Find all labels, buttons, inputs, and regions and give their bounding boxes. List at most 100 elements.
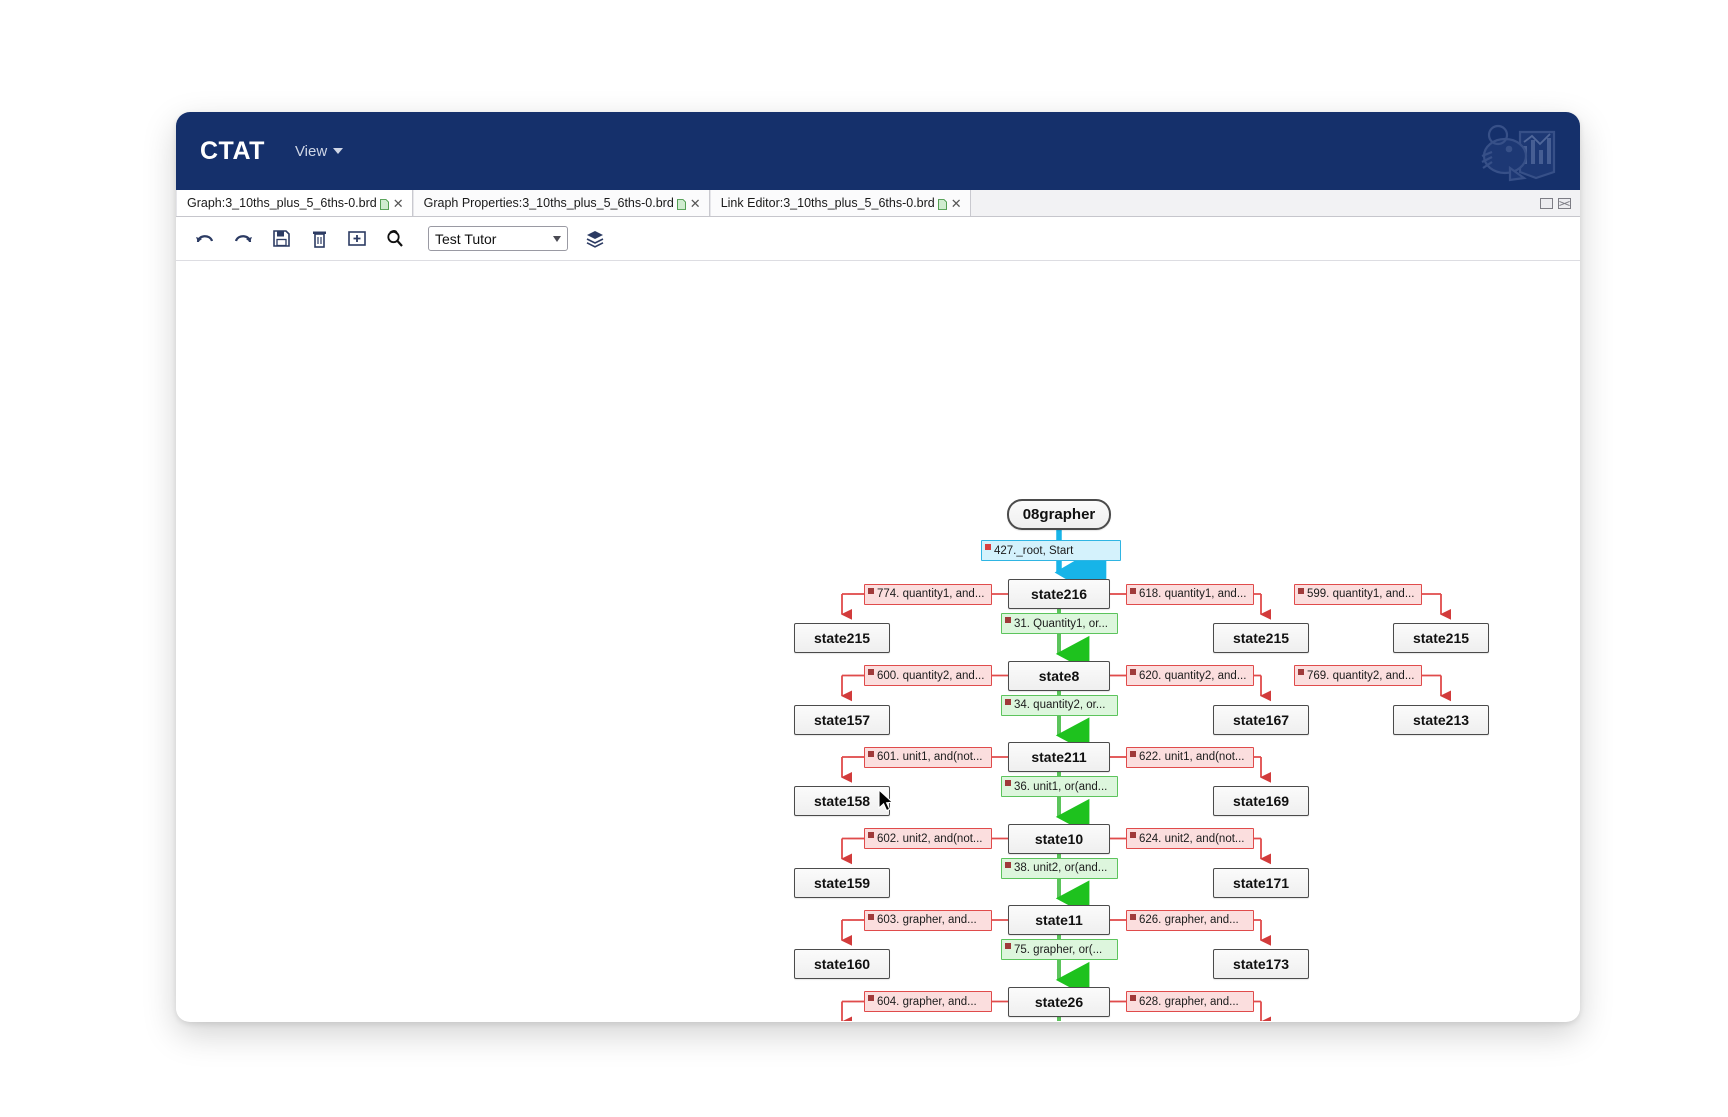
link-label-0-right[interactable]: 618. quantity1, and...: [1126, 583, 1254, 605]
graph-node-state8-r1[interactable]: state8: [1008, 660, 1110, 691]
link-label-1-left[interactable]: 600. quantity2, and...: [864, 665, 992, 686]
link-label-1-right-text: 620. quantity2, and...: [1139, 669, 1247, 682]
link-marker-icon: [1130, 669, 1136, 675]
tab-strip: Graph:3_10ths_plus_5_6ths-0.brd ✕ Graph …: [176, 190, 1580, 217]
graph-canvas[interactable]: 08grapher 427._root, Start state216 774. qu…: [176, 261, 1580, 1021]
link-label-4-left[interactable]: 603. grapher, and...: [864, 909, 992, 931]
tutor-select[interactable]: Test Tutor: [428, 226, 568, 251]
graph-node-state215-f0[interactable]: state215: [1393, 623, 1489, 653]
graph-node-state171-r3[interactable]: state171: [1213, 867, 1309, 898]
link-label-1-right[interactable]: 620. quantity2, and...: [1126, 665, 1254, 686]
tab-link-editor[interactable]: Link Editor:3_10ths_plus_5_6ths-0.brd ✕: [709, 190, 971, 216]
link-marker-icon: [868, 587, 874, 594]
link-label-3-right[interactable]: 624. unit2, and(not...: [1126, 828, 1254, 849]
document-icon: [676, 198, 686, 210]
save-icon[interactable]: [270, 228, 292, 250]
chevron-down-icon: [333, 148, 344, 154]
graph-toolbar: Test Tutor: [176, 217, 1580, 261]
link-label-0-farright[interactable]: 599. quantity1, and...: [1294, 583, 1422, 605]
app-brand-title: CTAT: [200, 136, 265, 165]
graph-node-state157-l1[interactable]: state157: [794, 704, 890, 735]
tab-close-icon[interactable]: ✕: [950, 195, 962, 211]
link-label-3-down[interactable]: 38. unit2, or(and...: [1001, 857, 1118, 879]
link-label-1-farright[interactable]: 769. quantity2, and...: [1294, 665, 1422, 686]
window-controls: [1540, 190, 1580, 216]
link-marker-icon: [1005, 943, 1011, 949]
add-node-icon[interactable]: [346, 228, 368, 250]
link-label-5-left[interactable]: 604. grapher, and...: [864, 991, 992, 1012]
redo-icon[interactable]: [232, 228, 254, 250]
link-marker-icon: [1130, 995, 1136, 1001]
graph-node-state169-r2[interactable]: state169: [1213, 786, 1309, 816]
graph-node-state167-r1[interactable]: state167: [1213, 704, 1309, 735]
restore-window-icon[interactable]: [1540, 197, 1553, 209]
link-label-4-left-text: 603. grapher, and...: [877, 914, 977, 926]
link-label-4-right[interactable]: 626. grapher, and...: [1126, 909, 1254, 931]
link-marker-icon: [1130, 587, 1136, 594]
graph-node-root[interactable]: 08grapher: [1007, 499, 1111, 530]
link-label-2-left[interactable]: 601. unit1, and(not...: [864, 746, 992, 768]
document-icon: [937, 198, 947, 210]
link-marker-icon: [1130, 750, 1136, 757]
link-label-4-down[interactable]: 75. grapher, or(...: [1001, 939, 1118, 960]
ctat-application-window: CTAT View Graph:3_: [176, 112, 1580, 1022]
tab-close-icon[interactable]: ✕: [392, 195, 404, 211]
link-label-start-text: 427._root, Start: [994, 544, 1074, 557]
document-icon: [379, 198, 389, 210]
link-label-3-down-text: 38. unit2, or(and...: [1014, 862, 1108, 874]
link-label-5-right[interactable]: 628. grapher, and...: [1126, 991, 1254, 1012]
link-label-4-right-text: 626. grapher, and...: [1139, 914, 1239, 926]
link-marker-icon: [868, 669, 874, 675]
delete-icon[interactable]: [308, 228, 330, 250]
graph-node-state216-r0[interactable]: state216: [1008, 579, 1110, 609]
link-label-0-down-text: 31. Quantity1, or...: [1014, 617, 1108, 630]
link-label-0-left-text: 774. quantity1, and...: [877, 588, 985, 600]
link-label-5-down[interactable]: 77. grapher, or(...: [1001, 1020, 1118, 1021]
link-marker-icon: [1005, 698, 1011, 705]
layers-icon[interactable]: [584, 228, 606, 250]
app-header: CTAT View: [176, 112, 1580, 190]
link-label-0-right-text: 618. quantity1, and...: [1139, 588, 1247, 600]
link-label-0-left[interactable]: 774. quantity1, and...: [864, 583, 992, 605]
link-marker-icon: [868, 750, 874, 757]
graph-node-state158-l2[interactable]: state158: [794, 786, 890, 816]
undo-icon[interactable]: [194, 228, 216, 250]
link-label-5-left-text: 604. grapher, and...: [877, 995, 977, 1008]
link-label-start[interactable]: 427._root, Start: [981, 540, 1121, 561]
graph-node-state173-r4[interactable]: state173: [1213, 949, 1309, 979]
menu-view-label: View: [294, 142, 328, 160]
graph-node-state215-l0[interactable]: state215: [794, 623, 890, 653]
graph-node-state11-r4[interactable]: state11: [1008, 905, 1110, 935]
graph-content: 08grapher 427._root, Start state216 774. qu…: [176, 261, 1580, 1021]
graph-node-state211-r2[interactable]: state211: [1008, 742, 1110, 772]
graph-node-state160-l4[interactable]: state160: [794, 949, 890, 979]
tab-graph[interactable]: Graph:3_10ths_plus_5_6ths-0.brd ✕: [176, 190, 413, 216]
tab-graph-properties[interactable]: Graph Properties:3_10ths_plus_5_6ths-0.b…: [412, 190, 710, 216]
link-marker-icon: [868, 913, 874, 920]
link-label-3-right-text: 624. unit2, and(not...: [1139, 832, 1245, 845]
graph-node-state159-l3[interactable]: state159: [794, 867, 890, 898]
graph-node-state213-f1[interactable]: state213: [1393, 704, 1489, 735]
graph-node-state26-r5[interactable]: state26: [1008, 986, 1110, 1017]
tab-close-icon[interactable]: ✕: [689, 195, 701, 211]
link-label-2-down[interactable]: 36. unit1, or(and...: [1001, 776, 1118, 797]
zoom-icon[interactable]: [384, 228, 406, 250]
chevron-down-icon: [553, 235, 561, 242]
link-label-1-left-text: 600. quantity2, and...: [877, 669, 985, 682]
link-marker-icon: [1298, 587, 1304, 594]
menu-view[interactable]: View: [294, 142, 344, 160]
link-marker-icon: [1298, 669, 1304, 675]
graph-node-state215-r0[interactable]: state215: [1213, 623, 1309, 653]
link-label-3-left[interactable]: 602. unit2, and(not...: [864, 828, 992, 849]
link-label-5-right-text: 628. grapher, and...: [1139, 995, 1239, 1008]
link-label-2-right[interactable]: 622. unit1, and(not...: [1126, 746, 1254, 768]
tab-graph-properties-label: Graph Properties:3_10ths_plus_5_6ths-0.b…: [423, 195, 674, 210]
link-marker-icon: [1130, 832, 1136, 838]
graph-node-state10-r3[interactable]: state10: [1008, 823, 1110, 854]
link-label-1-down-text: 34. quantity2, or...: [1014, 699, 1106, 711]
close-window-icon[interactable]: [1558, 197, 1571, 209]
ctat-mouse-logo-icon: [1481, 124, 1556, 182]
link-label-1-down[interactable]: 34. quantity2, or...: [1001, 694, 1118, 716]
link-label-0-down[interactable]: 31. Quantity1, or...: [1001, 613, 1118, 634]
